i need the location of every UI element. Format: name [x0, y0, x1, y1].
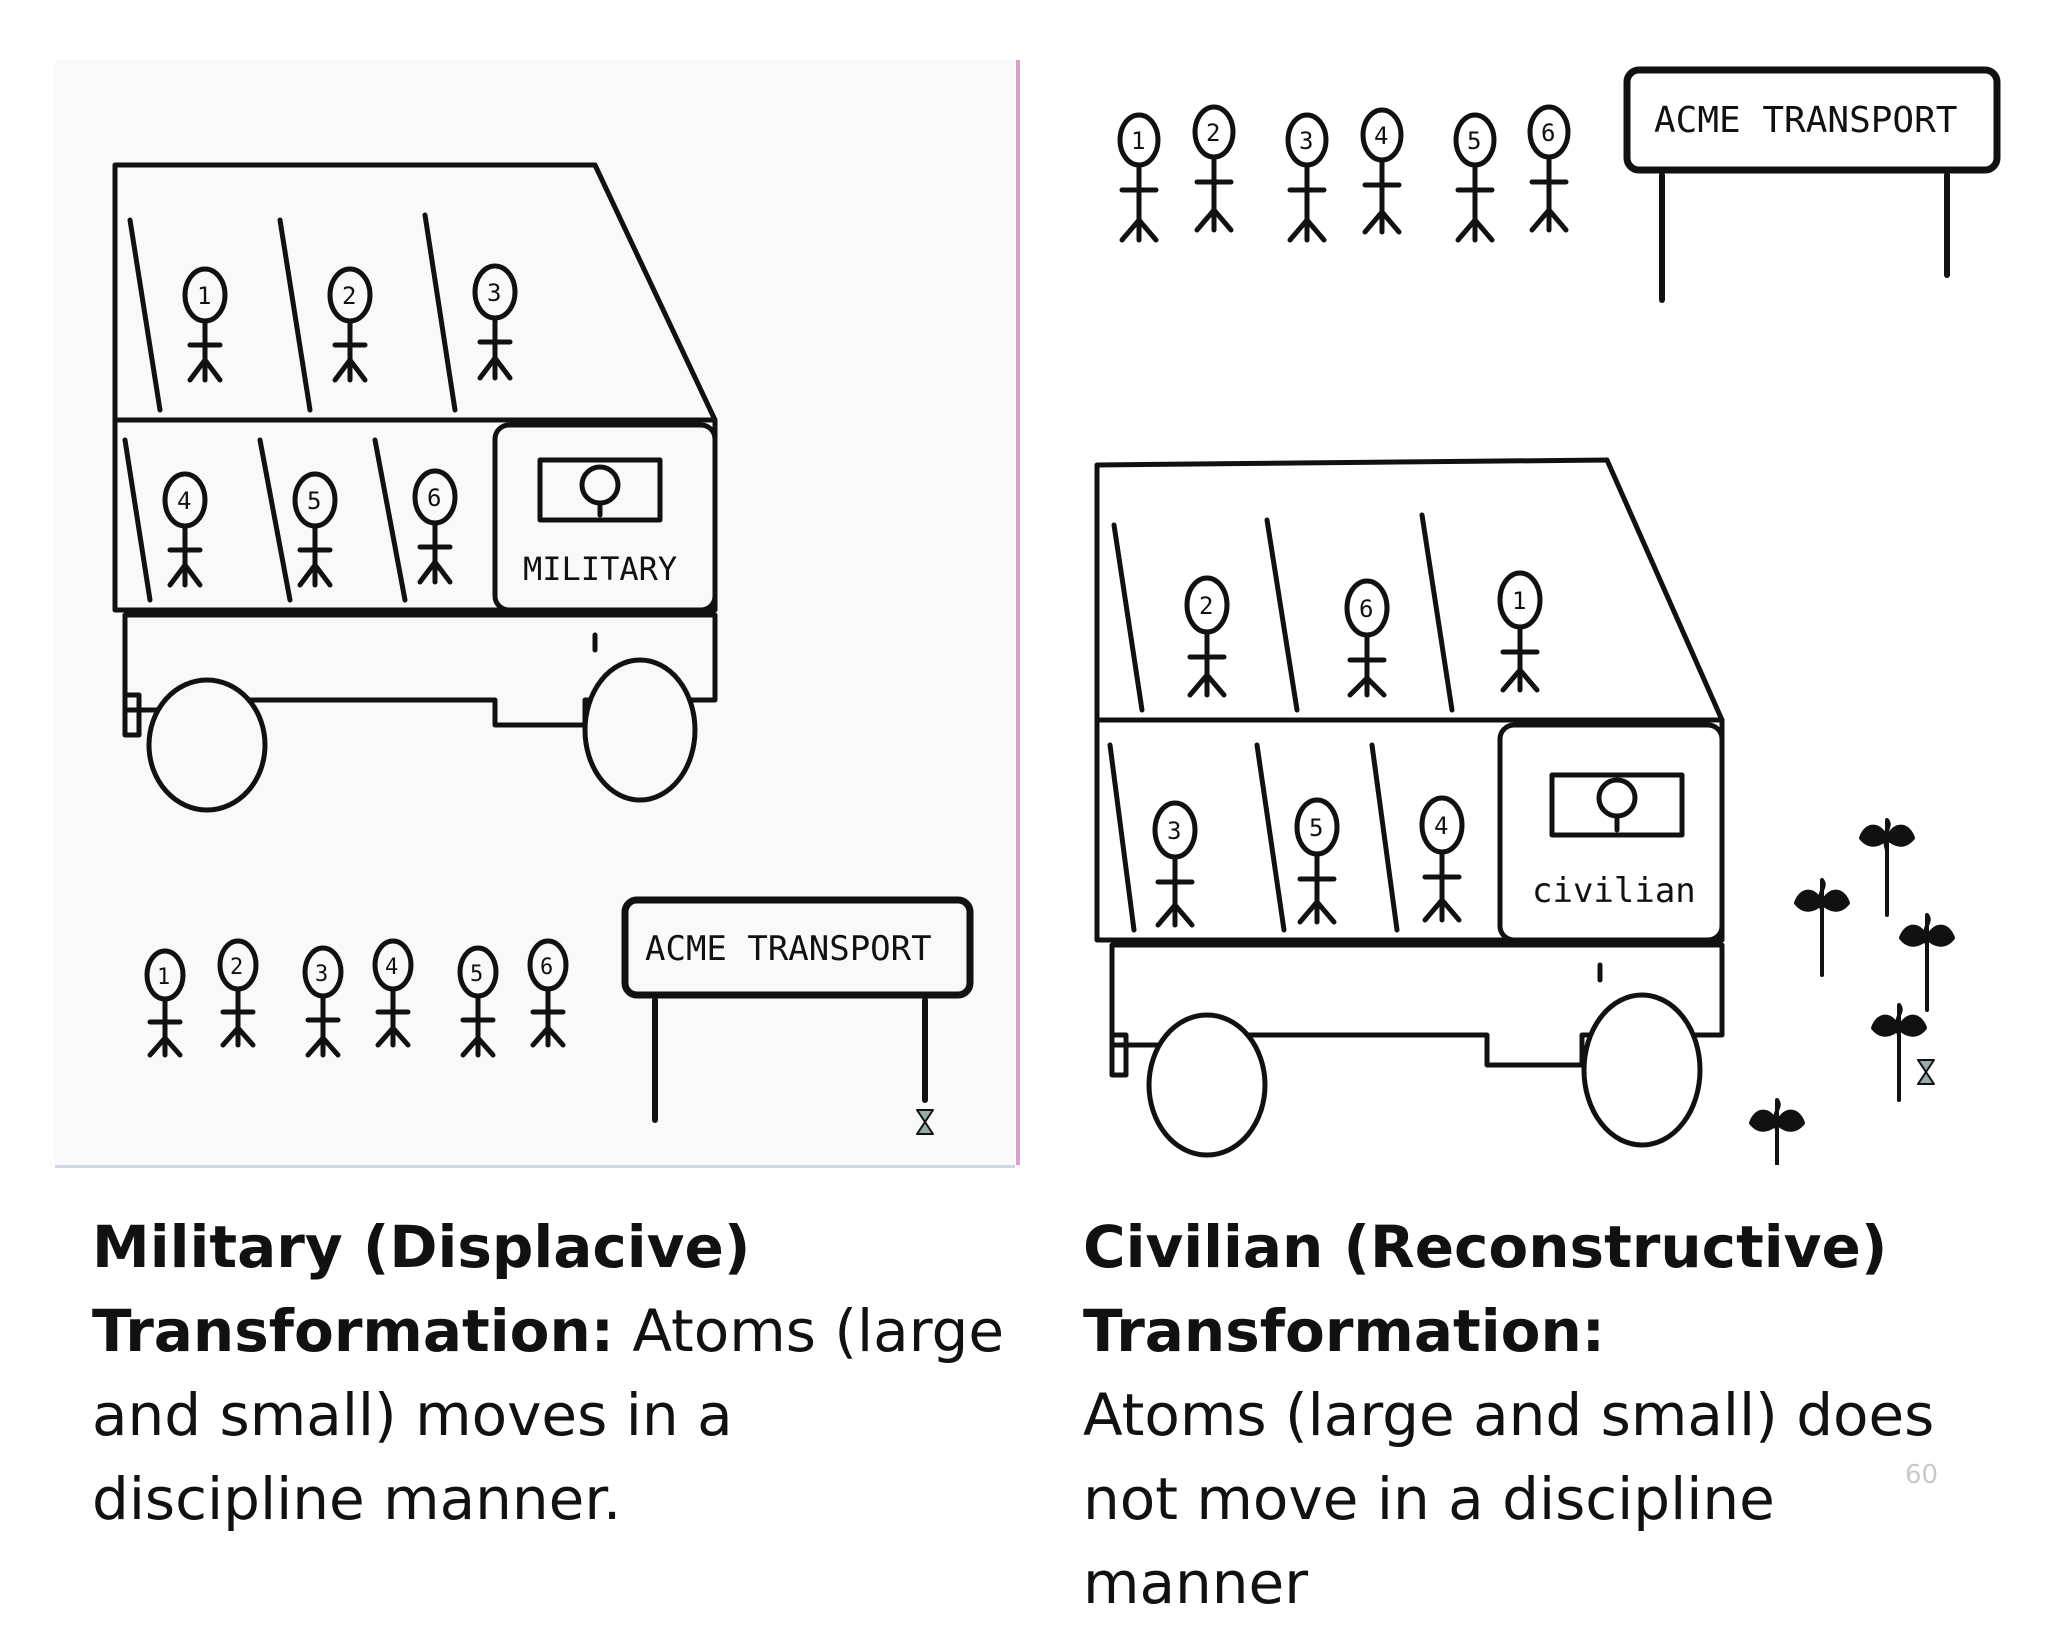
seated-atom-number: 4: [1434, 812, 1448, 840]
civilian-acme-sign: [1623, 66, 2001, 303]
panel-divider: [1016, 60, 1020, 1165]
seated-atom-number: 6: [1359, 595, 1373, 623]
atom-figure: [144, 948, 186, 1058]
plant-icon: [1899, 913, 1955, 1012]
atom-figure: [1453, 112, 1497, 243]
atom-figure: [217, 938, 259, 1048]
sign-text: ACME TRANSPORT: [1654, 100, 1957, 141]
waiting-atom-number: 3: [315, 962, 328, 987]
waiting-atom-number: 6: [1541, 119, 1555, 147]
seated-atom-number: 3: [487, 279, 501, 307]
seated-atom-number: 1: [197, 282, 211, 310]
vehicle-label: civilian: [1532, 871, 1696, 911]
atom-figure: [1419, 795, 1465, 923]
waiting-atom-number: 4: [1374, 122, 1388, 150]
plant-icons: [1749, 818, 1955, 1165]
atom-figure: [372, 938, 414, 1048]
civilian-illustration: civilian ACME TRANSPORT 2 6 1 3 5 4 1 2 …: [1022, 60, 2028, 1165]
waiting-atom-number: 4: [385, 955, 398, 980]
atom-figure: [1527, 104, 1571, 233]
civilian-diagram: civilian ACME TRANSPORT 2 6 1 3 5 4 1 2 …: [1094, 66, 2001, 1165]
atom-figure: [1497, 570, 1543, 693]
military-illustration: MILITARY ACME TRANSPORT 1 2 3 4 5 6 1 2 …: [55, 60, 1015, 1168]
military-seated-atoms: [162, 263, 518, 588]
atom-figure: [527, 938, 569, 1048]
atom-figure: [162, 471, 208, 588]
atom-figure: [412, 468, 458, 585]
waiting-atom-number: 6: [540, 955, 553, 980]
civilian-caption: Civilian (Reconstructive) Transformation…: [1083, 1205, 2003, 1625]
atom-figure: [1344, 578, 1390, 698]
slide-number: 60: [1905, 1460, 1939, 1490]
atom-figure: [302, 945, 344, 1058]
military-caption-body: Transformation: Atoms (large and small) …: [92, 1289, 1012, 1541]
seated-atom-number: 2: [1199, 592, 1213, 620]
seated-atom-number: 3: [1167, 817, 1181, 845]
plant-icon: [1749, 1098, 1805, 1165]
atom-figure: [1184, 575, 1230, 698]
waiting-atom-number: 2: [230, 955, 243, 980]
seated-atom-number: 6: [427, 484, 441, 512]
military-caption: Military (Displacive) Transformation: At…: [92, 1205, 1012, 1541]
military-caption-text: Atoms (large and small) moves in a disci…: [92, 1297, 1005, 1533]
waiting-atom-number: 3: [1299, 127, 1313, 155]
seated-atom-number: 5: [1309, 814, 1323, 842]
military-caption-title: Military (Displacive): [92, 1213, 751, 1281]
military-diagram: MILITARY ACME TRANSPORT 1 2 3 4 5 6 1 2 …: [112, 162, 974, 1135]
hourglass-icon: [1917, 1059, 1935, 1085]
waiting-atom-number: 5: [1467, 127, 1481, 155]
atom-figure: [292, 471, 338, 588]
military-bus: [112, 162, 718, 813]
plant-icon: [1871, 1003, 1927, 1102]
atom-figure: [182, 266, 228, 383]
vehicle-label: MILITARY: [523, 550, 677, 588]
hourglass-icon: [916, 1109, 934, 1135]
civilian-caption-text: Atoms (large and small) does not move in…: [1083, 1381, 1935, 1617]
civilian-caption-title: Civilian (Reconstructive): [1083, 1213, 1888, 1281]
seated-atom-number: 1: [1512, 587, 1526, 615]
atom-figure: [1285, 112, 1329, 243]
civilian-bus: [1094, 457, 1725, 1158]
sign-text: ACME TRANSPORT: [645, 929, 932, 969]
military-waiting-atoms: [144, 938, 569, 1058]
seated-atom-number: 4: [177, 487, 191, 515]
seated-atom-number: 2: [342, 282, 356, 310]
atom-figure: [457, 945, 499, 1058]
civilian-seated-atoms: [1152, 570, 1543, 928]
military-acme-sign: [621, 896, 974, 1123]
civilian-waiting-atoms: [1117, 104, 1571, 243]
atom-figure: [1192, 104, 1236, 233]
civilian-caption-label: Transformation:: [1083, 1297, 1605, 1365]
waiting-atom-number: 2: [1206, 119, 1220, 147]
military-caption-label: Transformation:: [92, 1297, 614, 1365]
plant-icon: [1859, 818, 1915, 917]
atom-figure: [1152, 800, 1198, 928]
seated-atom-number: 5: [307, 487, 321, 515]
atom-figure: [1117, 112, 1161, 243]
atom-figure: [1294, 797, 1340, 925]
atom-figure: [472, 263, 518, 381]
waiting-atom-number: 1: [1131, 127, 1145, 155]
waiting-atom-number: 5: [470, 962, 483, 987]
plant-icon: [1794, 878, 1850, 977]
waiting-atom-number: 1: [157, 965, 170, 990]
atom-figure: [1360, 107, 1404, 235]
atom-figure: [327, 266, 373, 383]
